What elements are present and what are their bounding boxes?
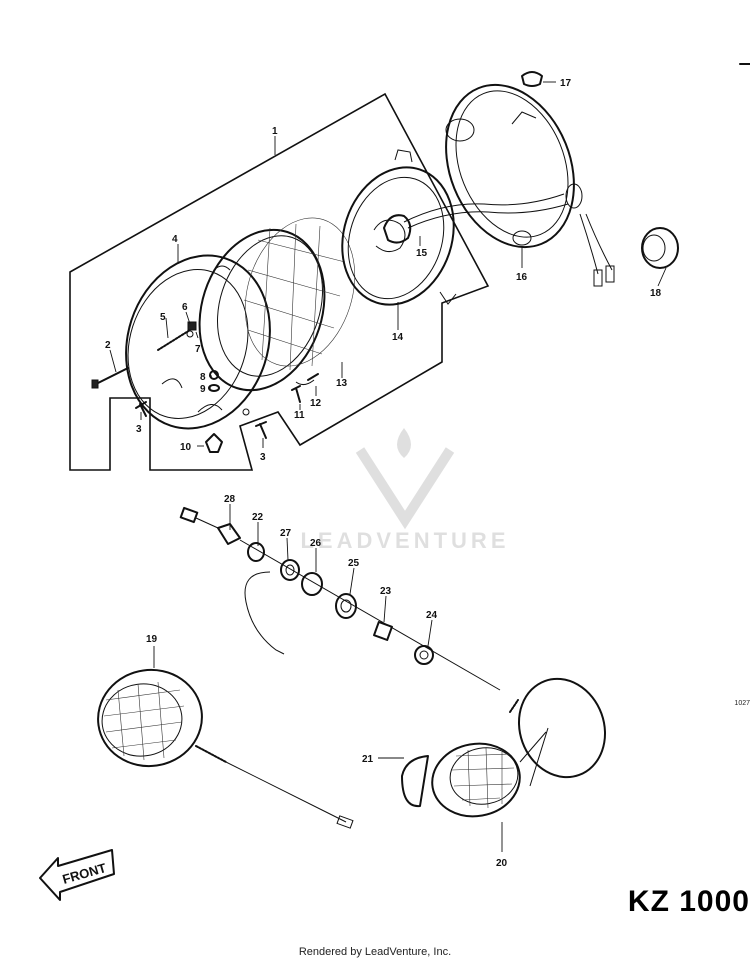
callout-8: 8	[200, 372, 206, 383]
callout-7: 7	[195, 344, 201, 355]
callout-labels: 1 2 3 3 4 5 6 7 8 9 10 11 12 13 14 15 16…	[105, 78, 662, 869]
callout-6: 6	[182, 302, 188, 313]
callout-21: 21	[362, 754, 374, 765]
callout-3b: 3	[260, 452, 266, 463]
callout-18: 18	[650, 288, 662, 299]
mounting-ring	[341, 149, 457, 306]
callout-22: 22	[252, 512, 264, 523]
bulb	[383, 214, 412, 244]
callout-2: 2	[105, 340, 111, 351]
turn-signal-left	[97, 668, 354, 829]
grommet	[641, 227, 679, 269]
footer-credit: Rendered by LeadVenture, Inc.	[298, 946, 452, 958]
callout-27: 27	[280, 528, 292, 539]
callout-24: 24	[426, 610, 438, 621]
callout-19: 19	[146, 634, 158, 645]
callout-15: 15	[416, 248, 428, 259]
front-direction-arrow: FRONT	[39, 849, 115, 901]
callout-23: 23	[380, 586, 392, 597]
model-label: KZ 1000	[627, 885, 750, 918]
callout-28: 28	[224, 494, 236, 505]
watermark-logo-icon	[355, 428, 455, 530]
headlight-housing	[445, 83, 583, 249]
watermark: LEADVENTURE	[300, 420, 510, 560]
assembly-group-outline	[69, 92, 490, 471]
callout-11: 11	[294, 410, 305, 421]
callout-17: 17	[560, 78, 572, 89]
headlight-rim	[125, 254, 271, 430]
sealed-beam-lens	[198, 217, 356, 392]
callout-5: 5	[160, 312, 166, 323]
callout-25: 25	[348, 558, 360, 569]
callout-9: 9	[200, 384, 206, 395]
callout-16: 16	[516, 272, 528, 283]
leader-lines	[109, 81, 667, 852]
callout-3a: 3	[136, 424, 142, 435]
callout-12: 12	[310, 398, 322, 409]
wiring-harness	[403, 193, 615, 287]
callout-26: 26	[310, 538, 322, 549]
cap	[521, 71, 543, 87]
mounting-hardware	[91, 321, 319, 453]
callout-1: 1	[272, 126, 278, 137]
callout-13: 13	[336, 378, 348, 389]
turn-signal-right	[401, 677, 607, 818]
watermark-text: LEADVENTURE	[300, 528, 510, 553]
side-code: 1027	[734, 700, 750, 707]
callout-20: 20	[496, 858, 508, 869]
turn-signal-stalk-parts	[179, 506, 501, 691]
callout-10: 10	[180, 442, 192, 453]
callout-14: 14	[392, 332, 404, 343]
callout-4: 4	[172, 234, 178, 245]
